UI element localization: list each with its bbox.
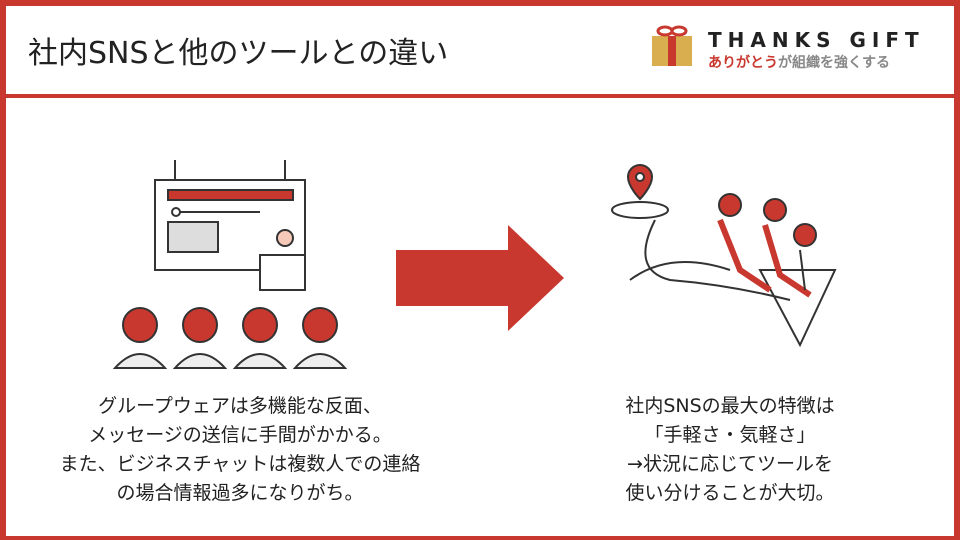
left-caption: グループウェアは多機能な反面、 メッセージの送信に手間がかかる。 また、ビジネス… xyxy=(20,392,460,508)
caption-line: →状況に応じてツールを xyxy=(627,453,833,475)
caption-line: 社内SNSの最大の特徴は xyxy=(625,395,835,417)
caption-line: メッセージの送信に手間がかかる。 xyxy=(88,424,392,446)
thanks-gift-logo: THANKS GIFT ありがとうが組織を強くする xyxy=(650,22,945,72)
caption-line: また、ビジネスチャットは複数人での連絡 xyxy=(59,453,421,475)
title-divider xyxy=(0,94,960,98)
presentation-illustration xyxy=(112,160,348,369)
caption-line: の場合情報過多になりがち。 xyxy=(116,482,364,504)
logo-tagline: ありがとうが組織を強くする xyxy=(708,52,890,72)
caption-line: 「手軽さ・気軽さ」 xyxy=(644,424,816,446)
audience xyxy=(112,307,348,369)
gift-icon xyxy=(652,25,692,66)
logo-name: THANKS GIFT xyxy=(708,28,925,52)
arrow-right-icon xyxy=(396,225,564,331)
caption-line: 使い分けることが大切。 xyxy=(625,482,835,504)
slide-title: 社内SNSと他のツールとの違い xyxy=(28,36,449,71)
tagline-gray: が組織を強くする xyxy=(778,55,890,71)
right-caption: 社内SNSの最大の特徴は 「手軽さ・気軽さ」 →状況に応じてツールを 使い分ける… xyxy=(560,392,900,508)
caption-line: グループウェアは多機能な反面、 xyxy=(98,395,382,417)
tagline-red: ありがとう xyxy=(708,55,778,71)
sns-team-illustration xyxy=(611,163,837,348)
